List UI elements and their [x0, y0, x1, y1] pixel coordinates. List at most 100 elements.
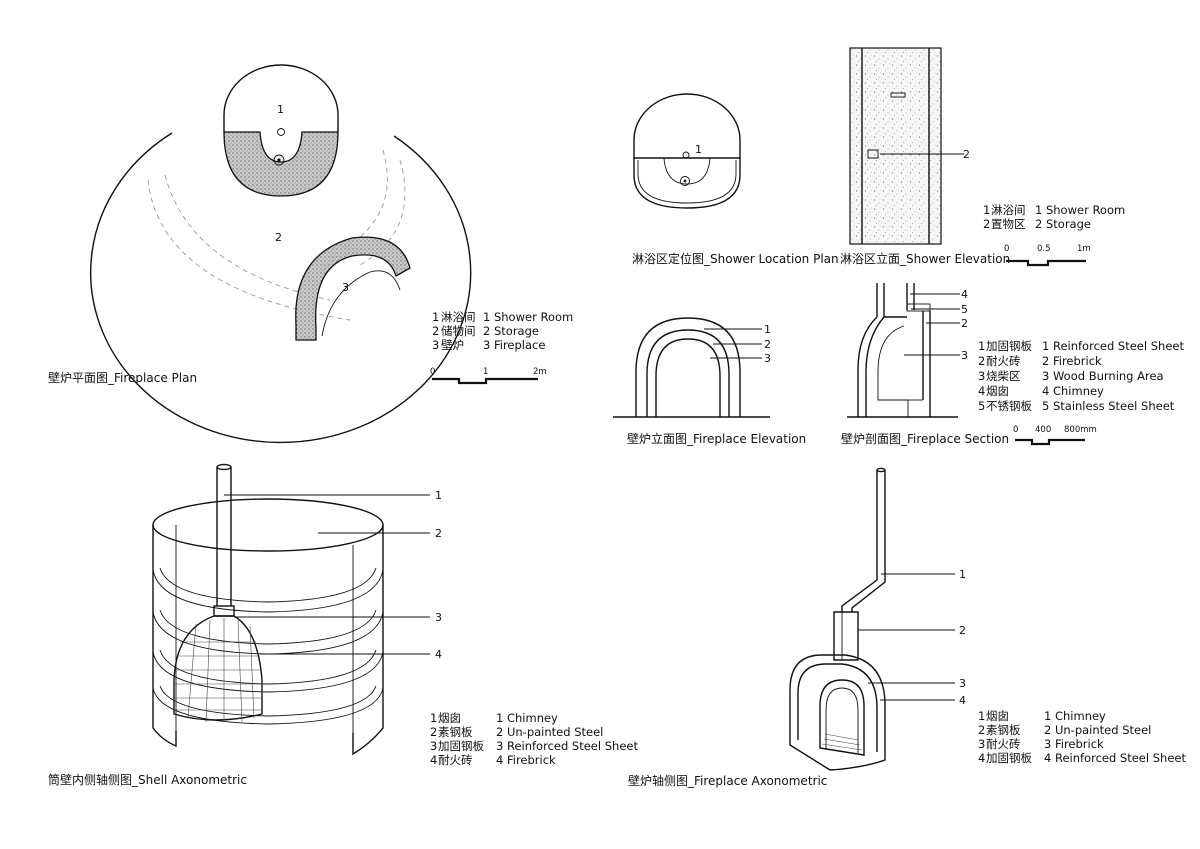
legend-zh: 素钢板	[986, 723, 1021, 737]
legend-num: 2	[432, 324, 439, 338]
legend-en: 2 Un-painted Steel	[1044, 723, 1151, 737]
scale-tick: 1m	[1077, 244, 1091, 254]
legend-en: 2 Storage	[483, 324, 539, 338]
legend-num: 2	[978, 723, 985, 737]
legend-zh: 加固钢板	[986, 751, 1032, 765]
legend-num: 1	[978, 709, 985, 723]
fireplace-section: 4 5 2 3 壁炉剖面图_Fireplace Section 1 加固钢板 1…	[841, 283, 1184, 446]
legend-zh: 烟囱	[986, 384, 1009, 398]
location-title: 淋浴区定位图_Shower Location Plan	[632, 251, 839, 266]
shell-legend: 1 烟囱 1 Chimney 2 素钢板 2 Un-painted Steel …	[430, 711, 638, 767]
legend-zh: 加固钢板	[438, 739, 484, 753]
legend-num: 1	[978, 339, 985, 353]
legend-en: 1 Shower Room	[1035, 203, 1125, 217]
fsec-scale-bar: 0 400 800mm	[1013, 425, 1097, 446]
felev-tag-1: 1	[764, 323, 771, 336]
faxo-tag-2: 2	[959, 624, 966, 637]
legend-num: 1	[432, 310, 439, 324]
fsec-tag-4: 4	[961, 288, 968, 301]
legend-en: 1 Chimney	[496, 711, 558, 725]
plan-tag-1: 1	[277, 103, 284, 116]
fsec-tag-3: 3	[961, 349, 968, 362]
legend-zh: 耐火砖	[986, 737, 1021, 751]
legend-en: 4 Reinforced Steel Sheet	[1044, 751, 1186, 765]
scale-tick: 0.5	[1037, 244, 1051, 254]
legend-zh: 素钢板	[438, 725, 473, 739]
shower-location-plan: 1 淋浴区定位图_Shower Location Plan	[632, 93, 839, 266]
legend-num: 1	[983, 203, 990, 217]
scale-tick: 0	[1013, 425, 1018, 435]
legend-zh: 加固钢板	[986, 339, 1032, 353]
shell-title: 筒壁内侧轴侧图_Shell Axonometric	[48, 772, 247, 787]
legend-zh: 淋浴间	[991, 203, 1026, 217]
fsec-tag-5: 5	[961, 303, 968, 316]
shell-axonometric: 1 2 3 4 筒壁内侧轴侧图_Shell Axonometric 1 烟囱 1…	[48, 463, 638, 787]
legend-num: 3	[978, 369, 985, 383]
location-tag-1: 1	[695, 143, 702, 156]
shell-tag-3: 3	[435, 611, 442, 624]
legend-en: 3 Fireplace	[483, 338, 545, 352]
fireplace-elevation: 1 2 3 壁炉立面图_Fireplace Elevation	[613, 317, 806, 446]
legend-num: 5	[978, 399, 985, 413]
legend-zh: 烧柴区	[986, 369, 1021, 383]
legend-en: 3 Firebrick	[1044, 737, 1104, 751]
plan-legend: 1 淋浴间 1 Shower Room 2 储物间 2 Storage 3 壁炉…	[432, 310, 573, 352]
felev-tag-2: 2	[764, 338, 771, 351]
faxo-tag-4: 4	[959, 694, 966, 707]
faxo-tag-3: 3	[959, 677, 966, 690]
fireplace-plan: 1 2 3 壁炉平面图_Fireplace Plan 1 淋浴间 1 Showe…	[48, 64, 573, 444]
legend-num: 2	[978, 354, 985, 368]
scale-tick: 0	[1004, 244, 1009, 254]
legend-num: 2	[983, 217, 990, 231]
legend-en: 4 Chimney	[1042, 384, 1104, 398]
legend-zh: 耐火砖	[438, 753, 473, 767]
legend-zh: 烟囱	[438, 711, 461, 725]
plan-scale-bar: 0 1 2m	[430, 367, 547, 385]
legend-en: 5 Stainless Steel Sheet	[1042, 399, 1175, 413]
faxo-title: 壁炉轴侧图_Fireplace Axonometric	[628, 773, 827, 788]
legend-zh: 耐火砖	[986, 354, 1021, 368]
elevation-scale-bar: 0 0.5 1m	[1004, 244, 1091, 267]
legend-num: 4	[978, 751, 985, 765]
legend-zh: 壁炉	[441, 338, 464, 352]
shell-tag-2: 2	[435, 527, 442, 540]
legend-en: 2 Storage	[1035, 217, 1091, 231]
legend-zh: 不锈钢板	[986, 399, 1032, 413]
legend-en: 1 Reinforced Steel Sheet	[1042, 339, 1184, 353]
plan-tag-3: 3	[342, 281, 349, 294]
legend-num: 2	[430, 725, 437, 739]
elevation-tag-2: 2	[963, 148, 970, 161]
shower-elevation: 2 淋浴区立面_Shower Elevation 1 淋浴间 1 Shower …	[840, 47, 1125, 267]
legend-zh: 储物间	[441, 324, 476, 338]
elevation-legend: 1 淋浴间 1 Shower Room 2 置物区 2 Storage	[983, 203, 1125, 231]
fsec-title: 壁炉剖面图_Fireplace Section	[841, 431, 1009, 446]
legend-en: 4 Firebrick	[496, 753, 556, 767]
scale-tick: 0	[430, 367, 435, 377]
plan-tag-2: 2	[275, 231, 282, 244]
fsec-tag-2: 2	[961, 317, 968, 330]
legend-en: 3 Reinforced Steel Sheet	[496, 739, 638, 753]
felev-title: 壁炉立面图_Fireplace Elevation	[627, 431, 806, 446]
legend-num: 3	[432, 338, 439, 352]
faxo-tag-1: 1	[959, 568, 966, 581]
elevation-title: 淋浴区立面_Shower Elevation	[840, 251, 1010, 266]
legend-en: 1 Shower Room	[483, 310, 573, 324]
legend-en: 2 Un-painted Steel	[496, 725, 603, 739]
plan-title: 壁炉平面图_Fireplace Plan	[48, 370, 197, 385]
fireplace-axonometric: 1 2 3 4 壁炉轴侧图_Fireplace Axonometric 1 烟囱…	[628, 467, 1186, 788]
felev-tag-3: 3	[764, 352, 771, 365]
shell-tag-1: 1	[435, 489, 442, 502]
legend-zh: 淋浴间	[441, 310, 476, 324]
legend-num: 3	[430, 739, 437, 753]
scale-tick: 800mm	[1064, 425, 1097, 435]
shell-tag-4: 4	[435, 648, 442, 661]
scale-tick: 2m	[533, 367, 547, 377]
legend-num: 4	[430, 753, 437, 767]
legend-num: 1	[430, 711, 437, 725]
legend-en: 2 Firebrick	[1042, 354, 1102, 368]
legend-zh: 置物区	[991, 217, 1026, 231]
scale-tick: 1	[483, 367, 488, 377]
legend-en: 1 Chimney	[1044, 709, 1106, 723]
legend-zh: 烟囱	[986, 709, 1009, 723]
